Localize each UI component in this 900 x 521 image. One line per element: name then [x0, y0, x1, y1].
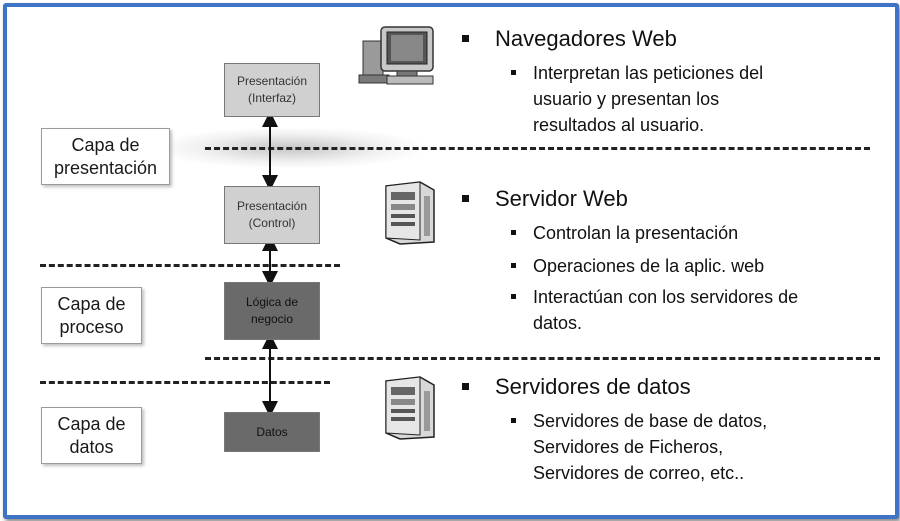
box-logica-negocio: Lógica de negocio [224, 282, 320, 340]
section-item-servidor-web-3: Interactúan con los servidores de datos. [510, 284, 798, 336]
separator-line-2 [40, 264, 340, 267]
computer-icon [358, 26, 434, 85]
box-presentacion-interfaz: Presentación (Interfaz) [224, 63, 320, 117]
layer-label-presentacion: Capa de presentación [41, 128, 170, 185]
section-item-navegadores-1: Interpretan las peticiones del usuario y… [510, 60, 763, 138]
section-title-servidores-datos: Servidores de datos [462, 374, 691, 399]
section-item-servidores-datos-1: Servidores de base de datos, Servidores … [510, 408, 767, 486]
section-title-servidor-web: Servidor Web [462, 186, 628, 211]
separator-line-4 [40, 381, 330, 384]
separator-line-1 [205, 147, 870, 150]
arrow-connectors [262, 115, 278, 415]
section-title-navegadores: Navegadores Web [462, 26, 677, 51]
server-icon-web [385, 181, 435, 245]
box-presentacion-control: Presentación (Control) [224, 186, 320, 244]
separator-line-3 [205, 357, 880, 360]
layer-label-proceso: Capa de proceso [41, 287, 142, 344]
server-icon-datos [385, 376, 435, 440]
layer-label-datos: Capa de datos [41, 407, 142, 464]
section-item-servidor-web-1: Controlan la presentación [510, 220, 738, 246]
section-item-servidor-web-2: Operaciones de la aplic. web [510, 253, 764, 279]
box-datos: Datos [224, 412, 320, 452]
diagram-frame [3, 3, 899, 519]
